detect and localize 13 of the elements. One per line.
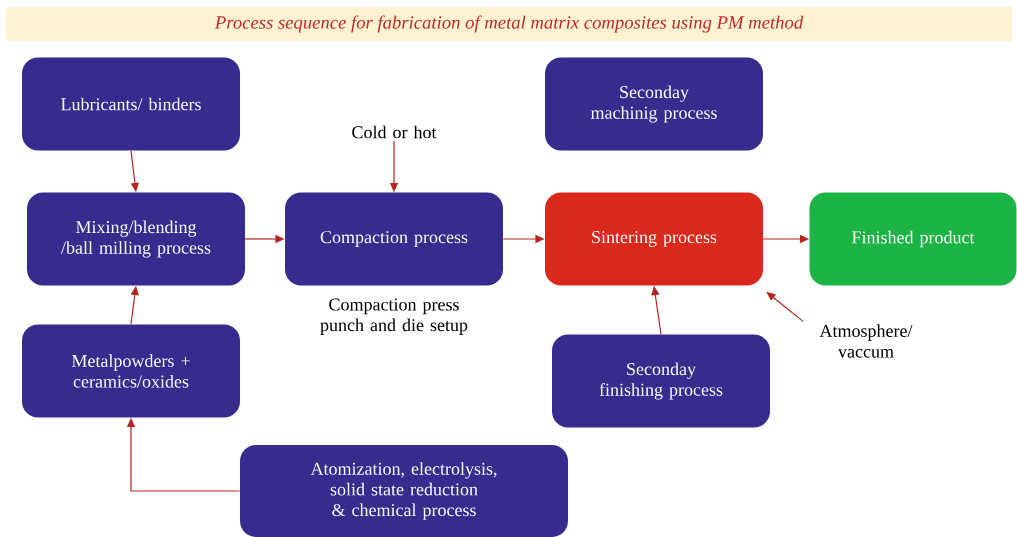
- process-box: Finished product: [809, 192, 1017, 286]
- process-box: Compaction process: [285, 192, 503, 286]
- node-text: Cold or hot: [352, 125, 437, 139]
- title-band: Process sequence for fabrication of metal matrix composites using PM method: [6, 7, 1012, 41]
- node-caption: Compaction press punch and die setup: [320, 298, 468, 335]
- process-box: Lubricants/ binders: [22, 57, 240, 151]
- node-text: Atmosphere/ vaccum: [819, 324, 913, 358]
- process-box: Seconday machinig process: [545, 57, 763, 151]
- process-box: Mixing/blending /ball milling process: [27, 192, 245, 286]
- process-box: Metalpowders + ceramics/oxides: [22, 324, 240, 418]
- process-box: Atomization, electrolysis, solid state reduction & chemical process: [240, 445, 568, 537]
- process-box: Sintering process: [545, 192, 763, 286]
- process-box: Seconday finishing process: [552, 334, 770, 428]
